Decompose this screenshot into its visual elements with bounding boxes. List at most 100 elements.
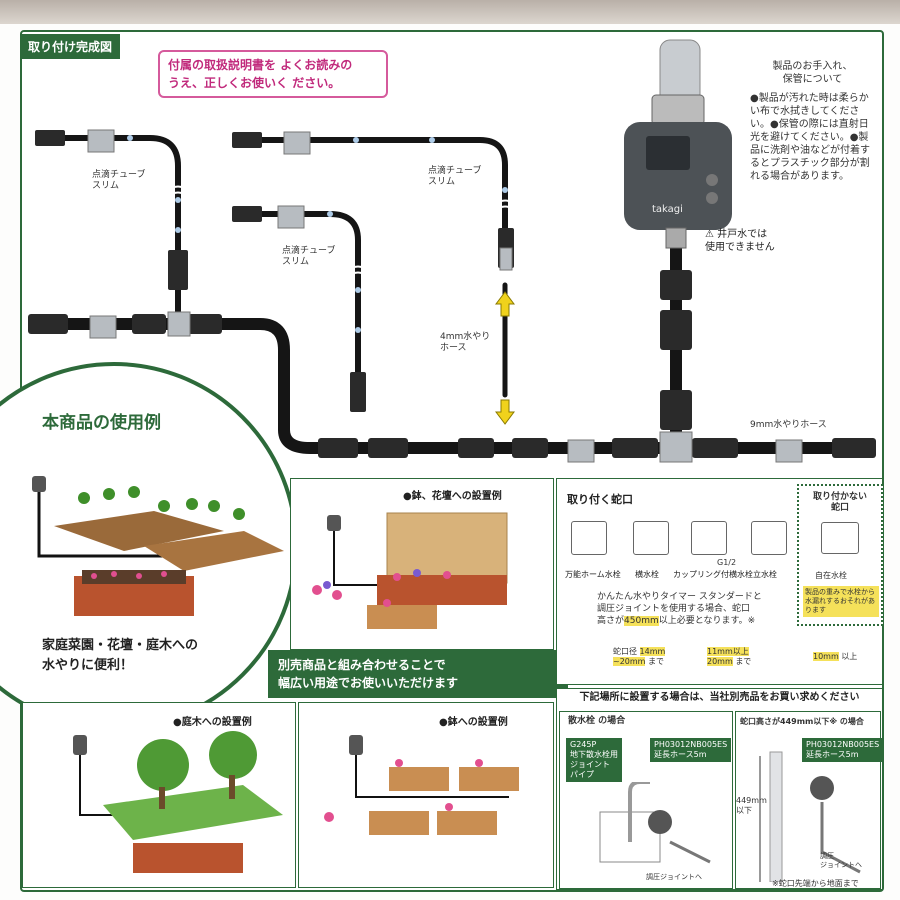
dimension-gap: 10mm 以上	[813, 651, 857, 662]
incompatible-note: 製品の重みで水栓から水漏れするおそれがあります	[803, 586, 879, 617]
timer-display	[646, 136, 690, 170]
not-title-2: 蛇口	[830, 503, 849, 513]
dripper	[87, 129, 115, 153]
tee-joint	[659, 431, 693, 463]
dim1b: 14mm	[639, 647, 666, 656]
notice-line-1b: よくお読みの	[280, 58, 353, 72]
timer-button	[706, 192, 718, 204]
label-drip-tube-2: 点滴チューブスリム	[428, 166, 481, 188]
notice-line-2b: ださい。	[292, 76, 341, 90]
connector	[232, 206, 262, 222]
special-installation-panel: 下記場所に設置する場合は、当社別売品をお買い求めください 散水栓 の場合 G24…	[556, 688, 884, 890]
example-pot: ●鉢への設置例	[298, 702, 554, 888]
faucet-g-label: G1/2	[717, 558, 737, 567]
ext1b: 延長ホース5m	[654, 750, 707, 759]
vegetable-garden-illustration	[32, 476, 284, 616]
label-tube1b: スリム	[92, 181, 120, 191]
usage-heading: 本商品の使用例	[42, 413, 161, 433]
incompatible-item: 自在水栓	[815, 571, 847, 580]
label-hose-9mm: 9mm水やりホース	[750, 420, 827, 430]
height-2: 以下	[736, 806, 752, 815]
label-tube2a: 点滴チューブ	[428, 166, 482, 176]
drip-tube-3	[257, 211, 361, 383]
warning-icon: ⚠	[705, 229, 714, 240]
g245p-3: ジョイント	[570, 760, 610, 769]
label-hose4a: 4mm水やり	[440, 332, 491, 342]
manual-notice: 付属の取扱説明書を よくお読みの うえ、正しくお使いく ださい。	[158, 50, 388, 98]
g245p-4: パイプ	[570, 770, 594, 779]
banner-line-1: 別売商品と組み合わせることで	[278, 658, 446, 672]
joint-label-1: 調圧ジョイントへ	[646, 873, 702, 881]
dim3a: 10mm	[813, 652, 839, 661]
notice-line-2: うえ、正しくお使いく ださい。	[168, 74, 378, 92]
usage-line-2: 水やりに便利！	[42, 658, 134, 673]
connector	[458, 438, 494, 458]
compatible-faucets-title: 取り付く蛇口	[567, 493, 633, 506]
arrow-down	[495, 399, 515, 425]
water-flow-arrows	[495, 291, 515, 425]
well-water-warning: ⚠ 井戸水では 使用できません	[705, 228, 775, 254]
connector	[660, 270, 692, 300]
faucet-timer: takagi	[624, 39, 732, 249]
faucet-label-coupling: カップリング付横水栓	[673, 570, 753, 579]
dripper	[89, 315, 117, 339]
sprinkler-valve-illustration	[599, 782, 711, 864]
height-1: 449mm	[736, 796, 767, 805]
connector	[132, 314, 166, 334]
notice-line-2a: うえ、正しくお使いく	[168, 76, 289, 90]
arrow-up	[495, 291, 515, 317]
drip-points	[127, 135, 508, 333]
connector	[232, 132, 262, 148]
low-faucet-illustration	[759, 751, 861, 882]
care-title: 製品のお手入れ、保管について	[750, 60, 875, 86]
low-faucet-title: 蛇口高さが449mm以下※ の場合	[740, 717, 864, 726]
example-tree-caption: ●庭木への設置例	[173, 717, 252, 728]
warning-line-1: 井戸水では	[717, 229, 768, 240]
dim1c: ~20mm	[613, 657, 646, 666]
tee-joint	[167, 311, 191, 337]
label-tube3b: スリム	[282, 257, 310, 267]
dim1d: まで	[648, 657, 665, 666]
incompatible-title: 取り付かない蛇口	[805, 492, 875, 514]
faucet-label-horizontal: 横水栓	[635, 570, 659, 579]
notice-line-1: 付属の取扱説明書を よくお読みの	[168, 56, 378, 74]
connector	[368, 438, 408, 458]
not-title-1: 取り付かない	[812, 492, 867, 502]
drip-tube-2	[257, 137, 508, 248]
page-title: 取り付け完成図	[20, 34, 121, 59]
hose-9mm-main	[34, 318, 866, 454]
pot-illustration	[324, 735, 519, 835]
faucet-universal-icon	[571, 521, 607, 555]
banner-line-2: 幅広い用途でお使いいただけます	[278, 676, 459, 690]
footnote: ※蛇口先端から地面まで	[772, 879, 859, 888]
std-note-1: かんたん水やりタイマー スタンダードと	[597, 592, 762, 602]
label-drip-tube-3: 点滴チューブスリム	[282, 246, 335, 268]
connector	[168, 250, 188, 290]
dripper	[499, 247, 513, 271]
incompatible-faucet-box: 取り付かない蛇口 自在水栓 製品の重みで水栓から水漏れするおそれがあります	[797, 484, 883, 626]
example-pot-bed-caption: ●鉢、花壇への設置例	[403, 491, 502, 502]
g245p-1: G245P	[570, 740, 597, 749]
usage-line-1: 家庭菜園・花壇・庭木への	[42, 638, 199, 653]
connector	[660, 390, 692, 430]
faucet-horizontal-icon	[633, 521, 669, 555]
faucet-label-universal: 万能ホーム水栓	[565, 570, 621, 579]
label-drip-tube-1: 点滴チューブスリム	[92, 170, 145, 192]
joint2b: ジョイントへ	[820, 861, 862, 869]
notice-line-1a: 付属の取扱説明書を	[168, 58, 277, 72]
care-notes: 製品のお手入れ、保管について ●製品が汚れた時は柔らかい布で水拭きしてください。…	[750, 60, 875, 183]
std-note-3c: 以上必要となります。※	[658, 616, 756, 626]
dim2a: 11mm以上	[707, 647, 749, 656]
ext2b: 延長ホース5m	[806, 750, 859, 759]
timer-button	[706, 174, 718, 186]
piping-diagram: takagi	[28, 39, 876, 463]
drip-tube-1	[57, 135, 181, 323]
dimension-diameter: 蛇口径 14mm~20mm まで	[613, 647, 666, 667]
example-tree: ●庭木への設置例	[22, 702, 296, 888]
ext2a: PH03012NB005ES	[806, 740, 880, 749]
